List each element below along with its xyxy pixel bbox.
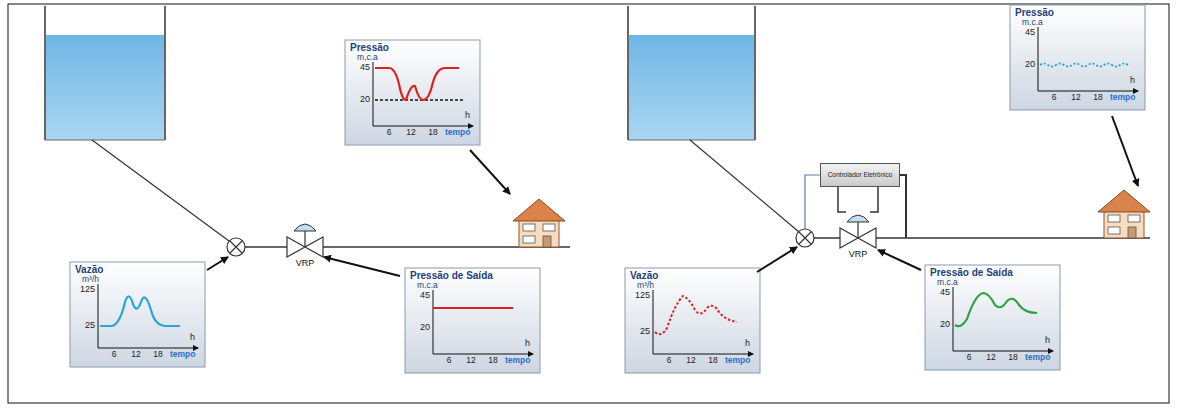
unit-label: m.c.a — [417, 281, 438, 291]
axis-value: 20 — [345, 94, 370, 104]
tick-label: 12 — [463, 356, 479, 366]
tick-label: 12 — [683, 356, 699, 366]
axis-value: 45 — [1010, 27, 1035, 37]
unit-label: m³/h — [82, 275, 99, 285]
unit-label: m.c.a — [937, 278, 958, 288]
axis-value: 45 — [345, 62, 370, 72]
axis-value: 45 — [925, 287, 950, 297]
chart-title: Pressão — [1015, 7, 1054, 19]
time-label: tempo — [505, 356, 531, 366]
chart-panel: Vazãom³/h125 25 h 6 12 18 tempo — [625, 268, 760, 373]
tick-label: 6 — [106, 350, 122, 360]
axis-value: 20 — [925, 319, 950, 329]
tick-label: 6 — [1046, 93, 1062, 103]
tick-label: 6 — [381, 128, 397, 138]
tick-label: 12 — [983, 353, 999, 363]
axis-label: h — [745, 338, 750, 348]
chart-title: Vazão — [75, 264, 103, 276]
tick-label: 6 — [441, 356, 457, 366]
tick-label: 18 — [1005, 353, 1021, 363]
unit-label: m.c.a — [1022, 18, 1043, 28]
chart-title: Pressão de Saída — [410, 270, 493, 282]
tick-label: 18 — [150, 350, 166, 360]
chart-title: Pressão — [350, 42, 389, 54]
chart-title: Pressão de Saída — [930, 267, 1013, 279]
valve-label: VRP — [838, 249, 878, 259]
chart-panel: Pressão de Saídam.c.a45 20 h 6 12 18 tempo — [925, 265, 1060, 370]
tick-label: 18 — [1090, 93, 1106, 103]
axis-label: h — [525, 338, 530, 348]
chart-panel: Pressão de Saídam.c.a45 20 h 6 12 18 tempo — [405, 268, 540, 373]
chart-panel: Pressãom.c.a45 20 h 6 12 18 tempo — [345, 40, 480, 145]
tick-label: 18 — [485, 356, 501, 366]
axis-value: 125 — [625, 290, 650, 300]
chart-panel: Pressãom.c.a45 20 h 6 12 18 tempo — [1010, 5, 1145, 110]
tick-label: 12 — [403, 128, 419, 138]
chart-panel: Vazãom³/h125 25 h 6 12 18 tempo — [70, 262, 205, 367]
unit-label: m³/h — [637, 281, 654, 291]
time-label: tempo — [725, 356, 751, 366]
axis-value: 125 — [70, 284, 95, 294]
tick-label: 18 — [425, 128, 441, 138]
time-label: tempo — [445, 128, 471, 138]
axis-value: 45 — [405, 290, 430, 300]
valve-label: VRP — [285, 258, 325, 268]
axis-label: h — [465, 110, 470, 120]
controller-label: Controlador Eletrônico — [828, 171, 893, 178]
axis-label: h — [1130, 75, 1135, 85]
tick-label: 18 — [705, 356, 721, 366]
tick-label: 12 — [1068, 93, 1084, 103]
chart-title: Vazão — [630, 270, 658, 282]
tick-label: 6 — [961, 353, 977, 363]
axis-value: 20 — [405, 322, 430, 332]
controller-box: Controlador Eletrônico — [820, 163, 900, 187]
time-label: tempo — [1110, 93, 1136, 103]
axis-value: 20 — [1010, 59, 1035, 69]
tick-label: 6 — [661, 356, 677, 366]
axis-value: 25 — [625, 326, 650, 336]
unit-label: m.c.a — [357, 53, 378, 63]
axis-label: h — [190, 332, 195, 342]
axis-label: h — [1045, 335, 1050, 345]
time-label: tempo — [1025, 353, 1051, 363]
tick-label: 12 — [128, 350, 144, 360]
axis-value: 25 — [70, 320, 95, 330]
time-label: tempo — [170, 350, 196, 360]
